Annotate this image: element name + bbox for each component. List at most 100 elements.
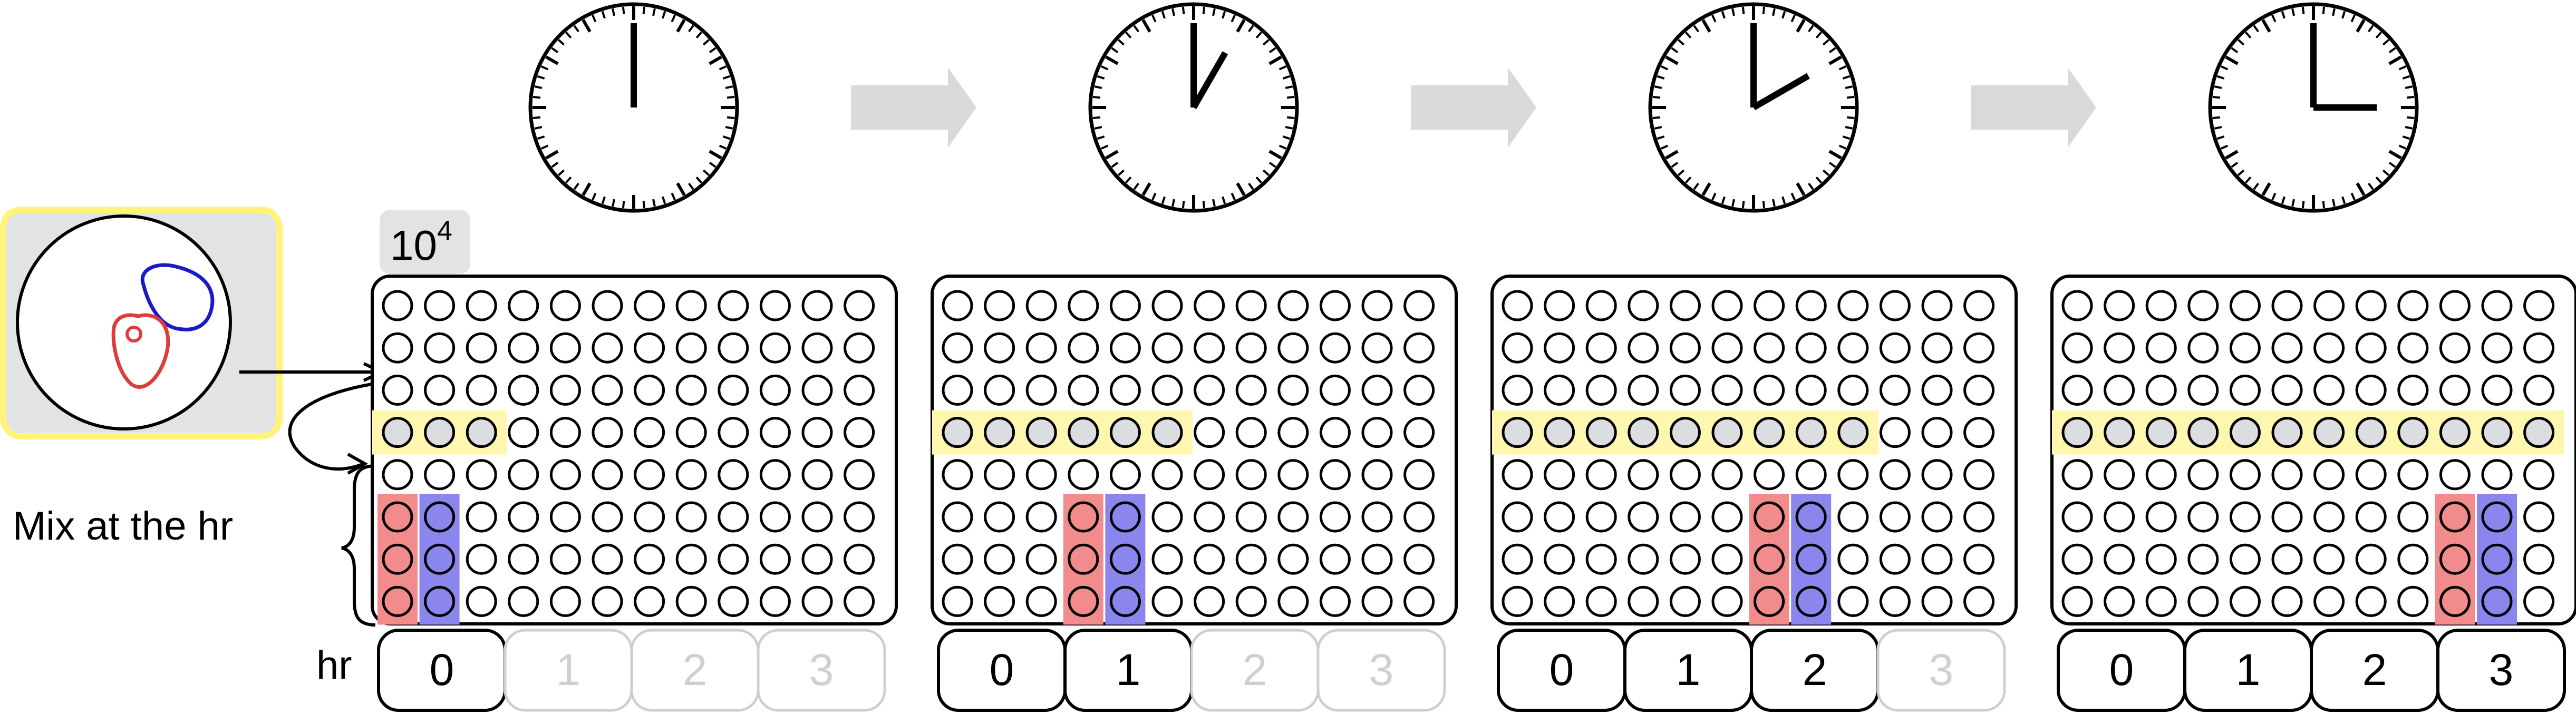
well (1837, 501, 1869, 533)
well (1628, 585, 1659, 617)
well (1544, 501, 1575, 533)
well (2145, 501, 2177, 533)
well (844, 501, 875, 533)
well (592, 501, 623, 533)
well (2439, 501, 2471, 533)
well (2439, 374, 2471, 406)
well (2104, 332, 2135, 364)
well (2481, 585, 2513, 617)
well (1795, 459, 1827, 491)
dilution-badge: 104 (380, 210, 470, 274)
well (2271, 417, 2303, 448)
hour-tab-label: 0 (2109, 645, 2134, 695)
well (1319, 332, 1351, 364)
well (1319, 374, 1351, 406)
well (2313, 543, 2345, 575)
well (634, 585, 665, 617)
well (1754, 585, 1785, 617)
well (801, 585, 833, 617)
well (1795, 543, 1827, 575)
well (801, 543, 833, 575)
well (2439, 332, 2471, 364)
well (1194, 290, 1225, 321)
well (1068, 501, 1099, 533)
well (1502, 374, 1533, 406)
well (2355, 585, 2387, 617)
clock (528, 2, 739, 213)
well (2145, 374, 2177, 406)
well (1025, 585, 1057, 617)
well (2313, 374, 2345, 406)
well (466, 417, 497, 448)
well (718, 543, 749, 575)
well-plate (1490, 275, 2018, 625)
well (508, 459, 539, 491)
well (1068, 417, 1099, 448)
well (844, 332, 875, 364)
well (2187, 290, 2219, 321)
well (382, 543, 413, 575)
well (634, 290, 665, 321)
well (1319, 543, 1351, 575)
well (2397, 501, 2429, 533)
well (2271, 543, 2303, 575)
well (1837, 417, 1869, 448)
well (1502, 290, 1533, 321)
well (2104, 417, 2135, 448)
well (844, 290, 875, 321)
well (382, 290, 413, 321)
well (634, 374, 665, 406)
well (1403, 374, 1435, 406)
well (2523, 417, 2555, 448)
well (2355, 290, 2387, 321)
well (592, 543, 623, 575)
well (1025, 290, 1057, 321)
well (2397, 332, 2429, 364)
well (1151, 374, 1183, 406)
well (1151, 501, 1183, 533)
well (1109, 459, 1141, 491)
well (1754, 501, 1785, 533)
well (382, 332, 413, 364)
well (675, 332, 707, 364)
well (2355, 459, 2387, 491)
time-arrow (1971, 67, 2096, 148)
well (1754, 290, 1785, 321)
well (1544, 332, 1575, 364)
well (2523, 332, 2555, 364)
well (1109, 585, 1141, 617)
well (675, 543, 707, 575)
well (801, 374, 833, 406)
well (549, 543, 581, 575)
well (1628, 543, 1659, 575)
well (1879, 501, 1911, 533)
well (2355, 501, 2387, 533)
well (1879, 543, 1911, 575)
well (1711, 543, 1743, 575)
mix-label: Mix at the hr (13, 504, 233, 549)
well (1235, 501, 1267, 533)
well (1361, 332, 1393, 364)
well (2439, 290, 2471, 321)
well (1361, 290, 1393, 321)
well (2313, 501, 2345, 533)
well (382, 417, 413, 448)
hour-tab-label: 2 (2362, 645, 2387, 695)
well (1194, 374, 1225, 406)
well (2481, 459, 2513, 491)
well (2439, 585, 2471, 617)
well (2187, 501, 2219, 533)
well (1277, 585, 1309, 617)
well (1403, 417, 1435, 448)
well (942, 585, 973, 617)
svg-text:104: 104 (390, 216, 452, 269)
well (2061, 459, 2093, 491)
well (549, 459, 581, 491)
well (1194, 417, 1225, 448)
well (942, 290, 973, 321)
well (759, 459, 791, 491)
well (1068, 585, 1099, 617)
well (1837, 459, 1869, 491)
